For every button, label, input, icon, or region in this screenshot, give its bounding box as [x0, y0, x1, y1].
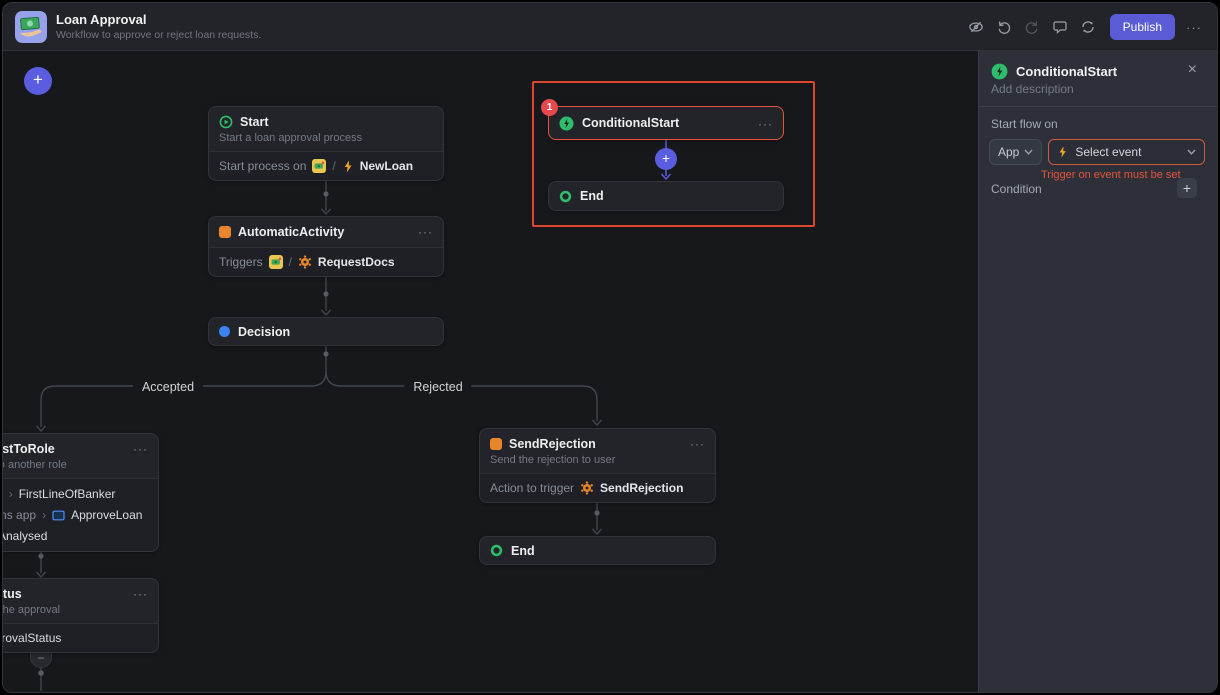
node-title: End: [580, 189, 604, 203]
add-condition-button[interactable]: +: [1177, 178, 1197, 198]
node-title: Start: [240, 115, 269, 129]
node-title: SendRejection: [509, 437, 596, 451]
chevron-separator: ›: [8, 487, 13, 501]
body-label: Action to trigger: [490, 481, 575, 495]
node-title: SetStatus: [3, 587, 22, 601]
top-bar: Loan Approval Workflow to approve or rej…: [3, 3, 1217, 51]
branch-label-rejected: Rejected: [404, 378, 472, 396]
loans-app-mini-icon: [268, 255, 283, 269]
insert-node-button[interactable]: +: [655, 148, 677, 170]
row-value: Analysed: [3, 529, 48, 543]
node-title: End: [511, 543, 535, 558]
start-flow-on-label: Start flow on: [991, 117, 1058, 131]
end-icon: [559, 190, 572, 202]
sync-icon[interactable]: [1076, 15, 1100, 39]
validation-error: Trigger on event must be set: [1041, 169, 1181, 181]
action-gear-icon: [299, 255, 311, 269]
event-bolt-icon: [1059, 146, 1067, 158]
chevron-down-icon: [1024, 149, 1033, 155]
row-value: ApproveLoan: [71, 508, 143, 522]
node-menu-icon[interactable]: ···: [133, 587, 148, 601]
row-prefix: Loans app: [3, 508, 37, 522]
close-icon[interactable]: ×: [1187, 61, 1197, 78]
event-name: NewLoan: [359, 159, 414, 173]
screen-icon: [52, 510, 65, 520]
activity-icon: [219, 226, 231, 238]
branch-label-accepted: Accepted: [132, 378, 204, 396]
node-desc: Send to another role: [3, 459, 67, 471]
node-end-rejection[interactable]: End: [479, 536, 716, 565]
action-name: RequestDocs: [317, 255, 395, 269]
node-menu-icon[interactable]: ···: [690, 437, 705, 451]
node-send-rejection[interactable]: SendRejection Send the rejection to user…: [479, 428, 716, 503]
event-select[interactable]: Select event: [1048, 139, 1205, 165]
node-title: Decision: [238, 324, 291, 339]
node-request-to-role[interactable]: RequestToRole Send to another role ··· R…: [3, 433, 159, 552]
node-start[interactable]: Start Start a loan approval process Star…: [208, 106, 444, 181]
preview-eye-icon[interactable]: [964, 15, 988, 39]
workflow-subtitle: Workflow to approve or reject loan reque…: [56, 29, 262, 41]
body-label: Triggers: [219, 255, 263, 269]
publish-button[interactable]: Publish: [1109, 14, 1175, 40]
node-menu-icon[interactable]: ···: [133, 442, 148, 456]
node-config-panel: ConditionalStart × Add description Start…: [978, 51, 1217, 692]
separator: /: [332, 159, 336, 173]
separator: /: [288, 255, 292, 269]
loans-app-mini-icon: [312, 159, 327, 173]
row-value: FirstLineOfBanker: [18, 487, 116, 501]
app-dropdown-label: App: [998, 145, 1020, 159]
conditional-start-icon: [559, 116, 574, 130]
row-value: ApprovalStatus: [3, 631, 62, 645]
decision-icon: [219, 326, 230, 337]
end-icon: [490, 544, 503, 557]
activity-icon: [490, 438, 502, 450]
conditional-start-icon: [991, 63, 1008, 80]
panel-title: ConditionalStart: [1016, 64, 1118, 79]
redo-icon[interactable]: [1020, 15, 1044, 39]
action-gear-icon: [581, 481, 593, 495]
zoom-out-icon[interactable]: −: [37, 651, 45, 665]
start-play-icon: [219, 115, 233, 129]
workflow-title: Loan Approval: [56, 12, 147, 27]
node-menu-icon[interactable]: ···: [418, 225, 433, 239]
undo-icon[interactable]: [992, 15, 1016, 39]
comment-icon[interactable]: [1048, 15, 1072, 39]
node-title: ConditionalStart: [582, 116, 680, 130]
loan-app-icon: [15, 11, 47, 43]
node-set-status[interactable]: SetStatus Set the approval ··· ApprovalS…: [3, 578, 159, 653]
node-menu-icon[interactable]: ···: [758, 117, 773, 131]
app-dropdown[interactable]: App: [989, 139, 1043, 165]
node-title: AutomaticActivity: [238, 225, 345, 239]
add-node-button[interactable]: +: [24, 67, 52, 95]
chevron-down-icon: [1187, 149, 1196, 155]
event-select-placeholder: Select event: [1075, 145, 1142, 159]
body-label: Start process on: [219, 159, 307, 173]
chevron-separator: ›: [42, 508, 47, 522]
node-automatic-activity[interactable]: AutomaticActivity ··· Triggers / Request…: [208, 216, 444, 277]
node-end-conditional[interactable]: End: [548, 181, 784, 211]
condition-label: Condition: [991, 182, 1042, 196]
workflow-canvas[interactable]: + Start Start a loan approval process St…: [3, 51, 984, 692]
node-desc: Start a loan approval process: [219, 132, 363, 144]
node-title: RequestToRole: [3, 442, 55, 456]
description-field[interactable]: Add description: [991, 82, 1074, 96]
selection-rectangle: [532, 81, 815, 227]
node-decision[interactable]: Decision: [208, 317, 444, 346]
toolbar: Publish ···: [964, 3, 1205, 51]
node-desc: Set the approval: [3, 604, 61, 616]
toolbar-more-icon[interactable]: ···: [1186, 19, 1202, 35]
node-conditional-start[interactable]: 1 ConditionalStart ···: [541, 99, 784, 140]
event-bolt-icon: [344, 160, 352, 172]
action-name: SendRejection: [600, 481, 684, 495]
node-desc: Send the rejection to user: [490, 454, 616, 466]
error-count-badge: 1: [541, 99, 558, 116]
panel-divider: [979, 106, 1217, 107]
